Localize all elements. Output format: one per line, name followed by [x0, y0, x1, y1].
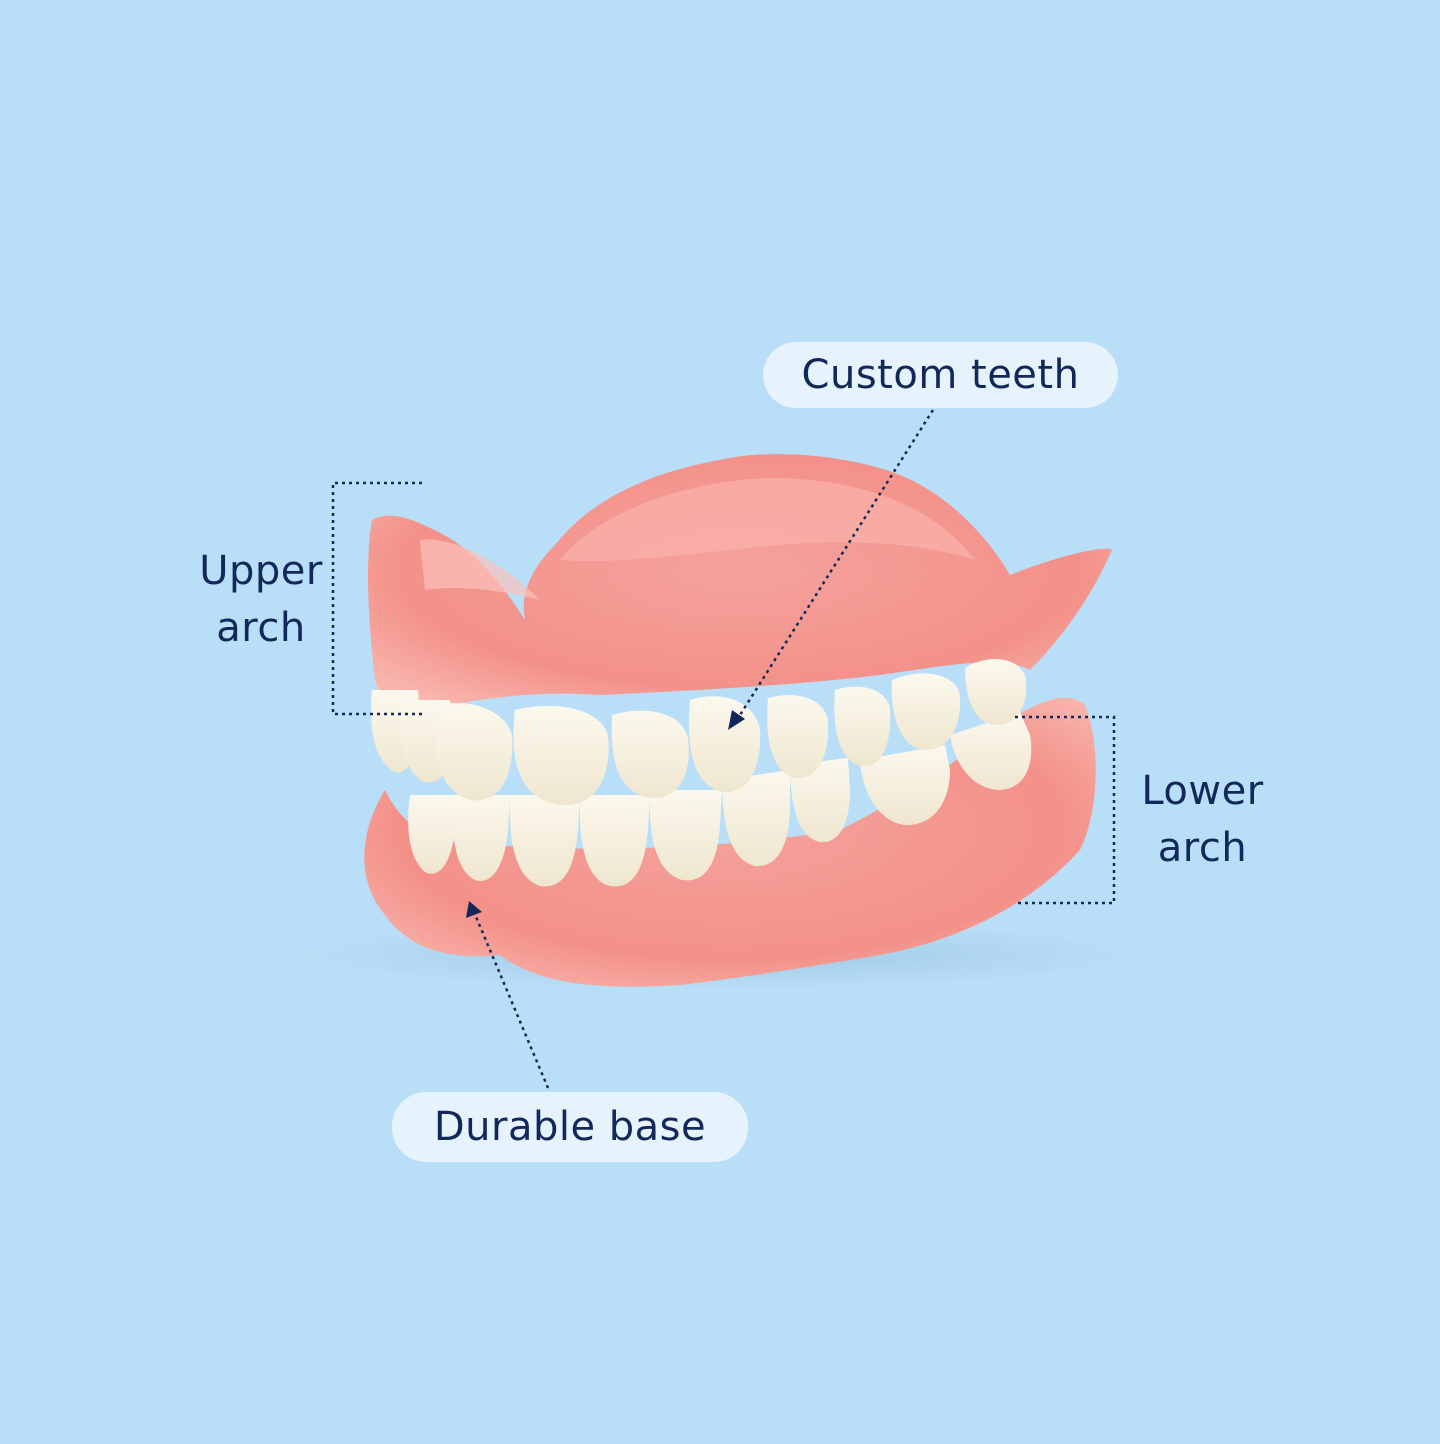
- lower-arch-bracket: [1015, 715, 1116, 905]
- custom-teeth-arrowhead: [728, 710, 745, 730]
- annotation-lines: [331, 409, 1116, 1089]
- custom-teeth-label: Custom teeth: [763, 342, 1118, 408]
- upper-arch-bracket: [331, 481, 422, 716]
- palate-highlight: [560, 478, 975, 562]
- durable-base-arrowhead: [466, 901, 482, 918]
- upper-arch-label-line1: Upper: [199, 548, 323, 594]
- upper-arch-label: Upper arch: [196, 543, 326, 657]
- durable-base-label: Durable base: [392, 1092, 748, 1162]
- upper-inner-rim: [420, 539, 540, 600]
- lower-teeth: [408, 712, 1032, 887]
- upper-teeth: [370, 658, 1027, 806]
- lower-arch-label-line1: Lower: [1141, 768, 1264, 814]
- upper-arch-label-line2: arch: [216, 605, 306, 651]
- lower-arch-base: [364, 697, 1096, 987]
- lower-arch-label: Lower arch: [1130, 763, 1275, 877]
- lower-arch-label-line2: arch: [1157, 825, 1248, 871]
